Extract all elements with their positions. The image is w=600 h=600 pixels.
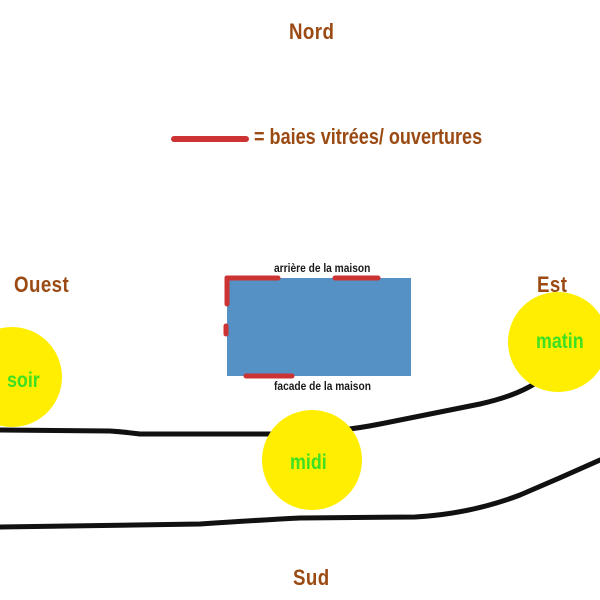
house-back-label: arrière de la maison <box>274 261 371 275</box>
direction-north: Nord <box>289 19 335 44</box>
direction-south: Sud <box>293 565 330 590</box>
house <box>227 278 411 376</box>
sun-path-upper <box>0 377 543 437</box>
sun-morning-label: matin <box>536 330 584 353</box>
direction-west: Ouest <box>14 272 70 297</box>
house-front-label: facade de la maison <box>274 379 371 393</box>
direction-east: Est <box>537 272 568 297</box>
sun-path-lower <box>0 457 600 530</box>
sun-evening-label: soir <box>7 369 40 392</box>
sun-noon-label: midi <box>290 451 327 474</box>
sun-noon <box>262 410 362 510</box>
legend-text: = baies vitrées/ ouvertures <box>254 124 483 149</box>
sun-evening <box>0 327 62 427</box>
sun-morning <box>508 292 600 392</box>
house-openings <box>223 275 381 379</box>
